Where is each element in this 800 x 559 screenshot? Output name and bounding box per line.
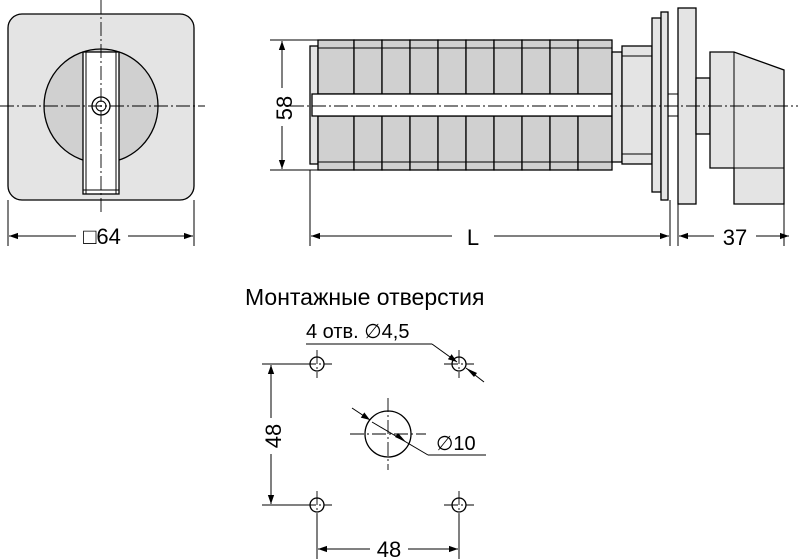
mounting-flange-1	[651, 17, 662, 193]
holes-label: 4 отв. ∅4,5	[306, 321, 410, 343]
mounting-title: Монтажные отверстия	[245, 284, 484, 310]
center-hole-label: ∅10	[436, 433, 476, 455]
handle-depth-dimension-label: 37	[723, 225, 747, 250]
mounting-holes-view: Монтажные отверстия 4 о	[245, 284, 486, 559]
vertical-spacing-label: 48	[261, 424, 286, 448]
front-view: □64	[0, 0, 205, 249]
center-hole	[350, 398, 426, 470]
shaft	[311, 93, 613, 117]
length-dimension-label: L	[467, 225, 479, 250]
mounting-bracket	[611, 51, 623, 163]
height-dimension-label: 58	[272, 96, 297, 120]
mounting-hole	[444, 350, 474, 378]
contact-blocks-lower	[317, 115, 613, 171]
side-view: 58 L 37	[270, 7, 798, 250]
contact-blocks-upper	[317, 39, 613, 95]
holes-leader-line	[431, 343, 458, 363]
width-dimension-label: □64	[83, 224, 121, 249]
horizontal-spacing-label: 48	[377, 537, 401, 559]
knob-body	[709, 51, 785, 205]
